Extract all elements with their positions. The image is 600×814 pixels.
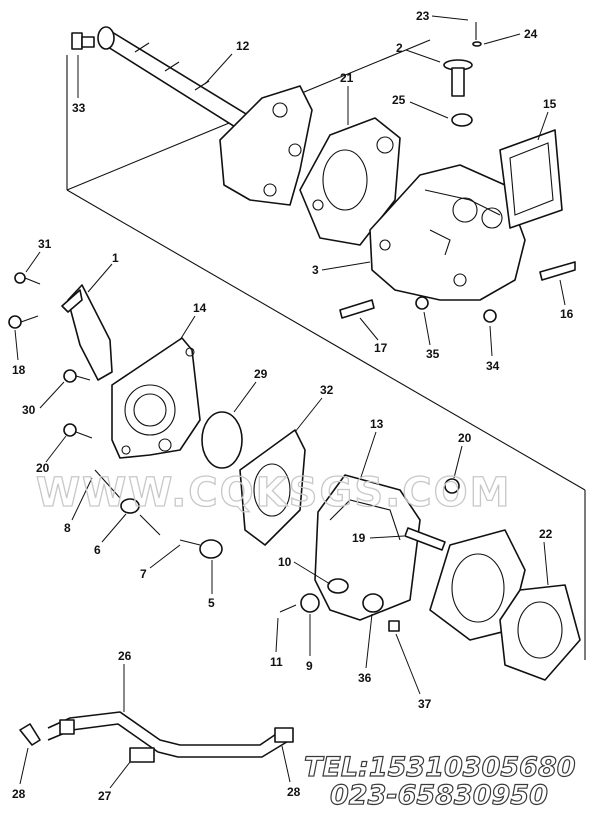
bolt-16-17 [339, 261, 576, 323]
callout-3: 3 [312, 263, 319, 277]
phone-number-2: 023-65830950 [330, 780, 548, 811]
callout-16: 16 [560, 307, 574, 321]
callout-31: 31 [38, 237, 52, 251]
callout-28a: 28 [12, 787, 26, 801]
callout-12: 12 [236, 39, 250, 53]
oring-29 [201, 411, 243, 469]
callout-17: 17 [374, 341, 388, 355]
housing-3 [369, 164, 526, 301]
callouts: 12 33 21 23 24 2 25 15 3 16 17 35 34 31 … [12, 9, 574, 803]
callout-7: 7 [140, 567, 147, 581]
callout-25: 25 [392, 93, 406, 107]
callout-8: 8 [64, 521, 71, 535]
callout-26: 26 [118, 649, 132, 663]
callout-2: 2 [396, 41, 403, 55]
callout-35: 35 [426, 347, 440, 361]
fitting-33 [71, 32, 95, 50]
callout-5: 5 [208, 596, 215, 610]
callout-34: 34 [486, 359, 500, 373]
callout-18: 18 [12, 363, 26, 377]
callout-33: 33 [72, 101, 86, 115]
callout-30: 30 [22, 403, 36, 417]
callout-20b: 20 [36, 461, 50, 475]
gasket-32 [239, 429, 306, 546]
plate-14 [111, 337, 201, 459]
cover-22 [429, 529, 581, 681]
callout-6: 6 [94, 543, 101, 557]
callout-10: 10 [278, 555, 292, 569]
phone-number: TEL:15310305680 [304, 752, 576, 783]
callout-15: 15 [543, 97, 557, 111]
callout-11: 11 [270, 655, 283, 669]
gasket-21 [299, 117, 401, 246]
callout-37: 37 [418, 697, 432, 711]
filter-element-12 [97, 26, 313, 206]
small-parts [94, 469, 400, 632]
callout-32: 32 [320, 383, 334, 397]
bracket-1 [61, 284, 113, 381]
callout-27: 27 [98, 789, 112, 803]
callout-14: 14 [193, 301, 207, 315]
callout-29: 29 [254, 367, 268, 381]
callout-28b: 28 [287, 785, 301, 799]
bolts-31-18-30-20 [8, 272, 93, 439]
callout-23: 23 [416, 9, 430, 23]
callout-9: 9 [306, 659, 313, 673]
callout-22: 22 [539, 527, 553, 541]
callout-21: 21 [340, 71, 354, 85]
tube-assembly-26 [19, 711, 294, 763]
cap-2 [443, 22, 482, 127]
bolt-19 [404, 527, 446, 551]
callout-36: 36 [358, 671, 372, 685]
callout-13: 13 [370, 417, 384, 431]
callout-24: 24 [524, 27, 538, 41]
gasket-15 [499, 129, 563, 229]
callout-1: 1 [112, 251, 119, 265]
callout-19: 19 [352, 531, 366, 545]
callout-20a: 20 [458, 431, 472, 445]
watermark-text: WWW.CQKSGS.COM [36, 470, 511, 516]
